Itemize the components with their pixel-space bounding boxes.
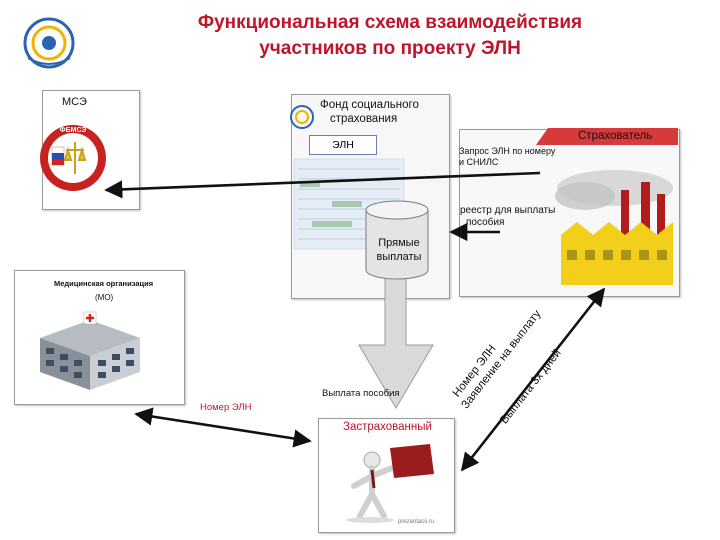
fss-label-1: Фонд социального [320,99,419,111]
db-label-1: Прямые [378,237,420,249]
insurer-banner-icon [536,128,678,145]
registry-label-1: реестр для выплаты [460,205,556,216]
request-label-1: Запрос ЭЛН по номеру [459,146,556,156]
diagonal-arrow [460,287,606,472]
benefit-payment-arrow [358,273,434,409]
fss-label-2: страхования [330,113,398,125]
db-label-2: выплаты [376,251,422,263]
med-org-label-2: (МО) [95,293,114,302]
mse-label: МСЭ [62,96,87,108]
title-line-1: Функциональная схема взаимодействия [197,12,583,33]
benefit-payment-label: Выплата пособия [322,388,400,399]
insured-box [318,418,455,533]
page-title: Функциональная схема взаимодействия учас… [120,10,660,62]
request-label-2: и СНИЛС [459,157,499,167]
factory-icon [555,170,673,285]
title-line-2: участников по проекту ЭЛН [259,38,521,59]
med-org-label-1: Медицинская организация [54,279,154,288]
insured-watermark: prezentacii.ru [398,519,435,525]
eln-label: ЭЛН [309,135,377,155]
fss-label: Фонд социального страхования [320,98,419,126]
person-with-document-icon [346,444,434,523]
eln-number-arrow [134,407,312,448]
registry-label-2: пособия [466,217,505,228]
eln-number-label: Номер ЭЛН [200,402,252,413]
request-label: Запрос ЭЛН по номеру и СНИЛС [459,146,555,168]
insurer-label: Страхователь [578,130,653,142]
db-label: Прямые выплаты [368,236,430,264]
direct-payments-db [365,200,429,280]
request-arrow [104,171,541,199]
fss-small-logo-icon [290,105,314,129]
insured-label: Застрахованный [343,421,432,433]
mse-emblem-text: ФБМСЭ [60,127,87,134]
mse-emblem-icon: ФБМСЭ [40,125,106,191]
fss-logo-icon [23,17,75,69]
registry-label: реестр для выплаты пособия [460,205,555,229]
hospital-building-icon [40,311,140,390]
